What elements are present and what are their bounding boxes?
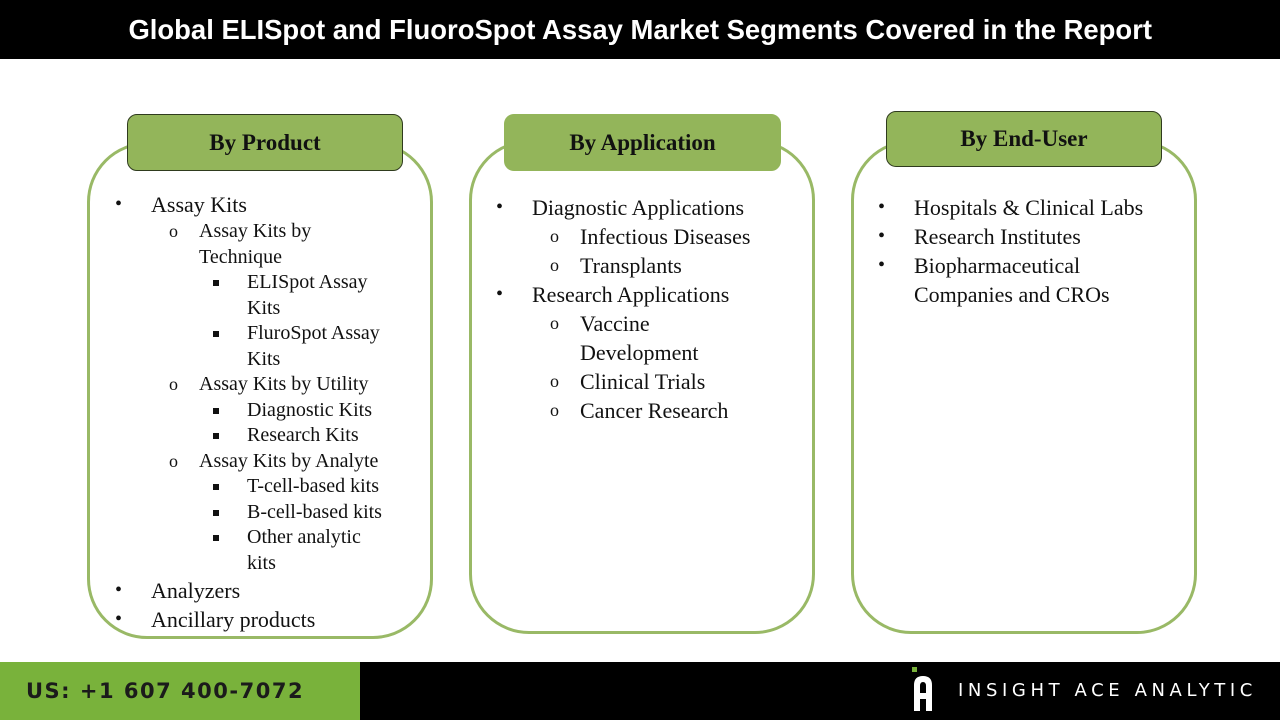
list-item: • Analyzers: [115, 576, 421, 605]
square-bullet-icon: [213, 280, 219, 286]
list-item: B-cell-based kits: [213, 500, 421, 526]
item-clinical-trials: Clinical Trials: [580, 369, 706, 394]
square-bullet-icon: [213, 484, 219, 490]
list-item: o Assay Kits by Utility: [169, 372, 421, 398]
list-item: o Infectious Diseases: [550, 222, 802, 251]
list-item: o Transplants: [550, 251, 802, 280]
item-by-technique: Assay Kits by Technique: [199, 220, 312, 268]
bullet-icon: •: [496, 283, 504, 305]
contact-bar: US: +1 607 400-7072: [0, 662, 360, 720]
list-item: • Hospitals & Clinical Labs: [878, 193, 1184, 222]
item-cancer-research: Cancer Research: [580, 398, 729, 423]
item-other: Other analytic kits: [247, 526, 361, 574]
item-assay-kits: Assay Kits: [151, 192, 247, 217]
circle-bullet-icon: o: [550, 371, 559, 391]
list-item: • Ancillary products: [115, 605, 421, 634]
product-panel: [87, 142, 433, 639]
application-list: • Diagnostic Applications o Infectious D…: [496, 193, 802, 425]
list-item: Research Kits: [213, 423, 421, 449]
application-header-label: By Application: [569, 129, 716, 155]
bullet-icon: •: [878, 196, 886, 218]
application-panel: [469, 140, 815, 634]
item-vaccine: Vaccine Development: [580, 311, 699, 365]
square-bullet-icon: [213, 331, 219, 337]
item-diagnostic-kits: Diagnostic Kits: [247, 398, 372, 421]
list-item: • Research Applications: [496, 280, 802, 309]
bullet-icon: •: [878, 225, 886, 247]
circle-bullet-icon: o: [169, 450, 178, 471]
square-bullet-icon: [213, 509, 219, 516]
list-item: o Assay Kits by Technique: [169, 219, 349, 270]
bullet-icon: •: [115, 608, 123, 630]
item-by-utility: Assay Kits by Utility: [199, 373, 369, 395]
list-item: Other analytic kits: [213, 525, 387, 576]
item-analyzers: Analyzers: [151, 578, 241, 603]
list-item: • Assay Kits: [115, 190, 421, 219]
square-bullet-icon: [213, 535, 219, 541]
item-diagnostic-applications: Diagnostic Applications: [532, 195, 745, 220]
phone-number: US: +1 607 400-7072: [26, 679, 305, 703]
end-user-header-label: By End-User: [960, 126, 1088, 151]
square-bullet-icon: [213, 407, 219, 414]
list-item: • Biopharmaceutical Companies and CROs: [878, 251, 1144, 309]
list-item: o Vaccine Development: [550, 309, 740, 367]
insight-ace-logo-icon: [912, 667, 932, 711]
page-title: Global ELISpot and FluoroSpot Assay Mark…: [128, 13, 1152, 45]
application-panel-header: By Application: [504, 114, 781, 171]
item-research-applications: Research Applications: [532, 282, 730, 307]
item-by-analyte: Assay Kits by Analyte: [199, 449, 379, 472]
item-research-kits: Research Kits: [247, 424, 359, 446]
item-elispot: ELISpot Assay Kits: [247, 271, 368, 319]
item-ancillary: Ancillary products: [151, 607, 316, 632]
list-item: • Research Institutes: [878, 222, 1184, 251]
list-item: o Cancer Research: [550, 396, 802, 425]
bullet-icon: •: [878, 254, 886, 276]
item-biopharma: Biopharmaceutical Companies and CROs: [914, 253, 1110, 307]
product-panel-header: By Product: [127, 114, 403, 171]
brand-name: INSIGHT ACE ANALYTIC: [958, 680, 1257, 701]
brand-bar: INSIGHT ACE ANALYTIC: [360, 662, 1280, 720]
product-list: • Assay Kits o Assay Kits by Technique E…: [115, 190, 421, 634]
end-user-panel: [851, 140, 1197, 634]
list-item: o Clinical Trials: [550, 367, 802, 396]
product-header-label: By Product: [209, 129, 321, 155]
list-item: • Diagnostic Applications: [496, 193, 802, 222]
circle-bullet-icon: o: [550, 313, 559, 333]
end-user-panel-header: By End-User: [886, 111, 1162, 167]
item-hospitals: Hospitals & Clinical Labs: [914, 195, 1144, 220]
list-item: Diagnostic Kits: [213, 398, 421, 424]
circle-bullet-icon: o: [550, 226, 559, 246]
circle-bullet-icon: o: [169, 374, 178, 394]
end-user-list: • Hospitals & Clinical Labs • Research I…: [878, 193, 1184, 309]
square-bullet-icon: [213, 433, 219, 439]
item-bcell: B-cell-based kits: [247, 500, 382, 523]
list-item: FluroSpot Assay Kits: [213, 321, 407, 372]
list-item: ELISpot Assay Kits: [213, 270, 397, 321]
item-tcell: T-cell-based kits: [247, 475, 380, 497]
circle-bullet-icon: o: [550, 255, 559, 275]
item-transplants: Transplants: [580, 253, 682, 278]
list-item: o Assay Kits by Analyte: [169, 449, 421, 475]
list-item: T-cell-based kits: [213, 474, 421, 500]
bullet-icon: •: [115, 193, 123, 215]
item-research-institutes: Research Institutes: [914, 224, 1081, 249]
title-bar: Global ELISpot and FluoroSpot Assay Mark…: [0, 0, 1280, 59]
bullet-icon: •: [496, 196, 504, 218]
circle-bullet-icon: o: [550, 400, 559, 420]
item-infectious: Infectious Diseases: [580, 224, 751, 249]
bullet-icon: •: [115, 579, 123, 601]
item-flurospot: FluroSpot Assay Kits: [247, 322, 380, 370]
circle-bullet-icon: o: [169, 221, 178, 241]
